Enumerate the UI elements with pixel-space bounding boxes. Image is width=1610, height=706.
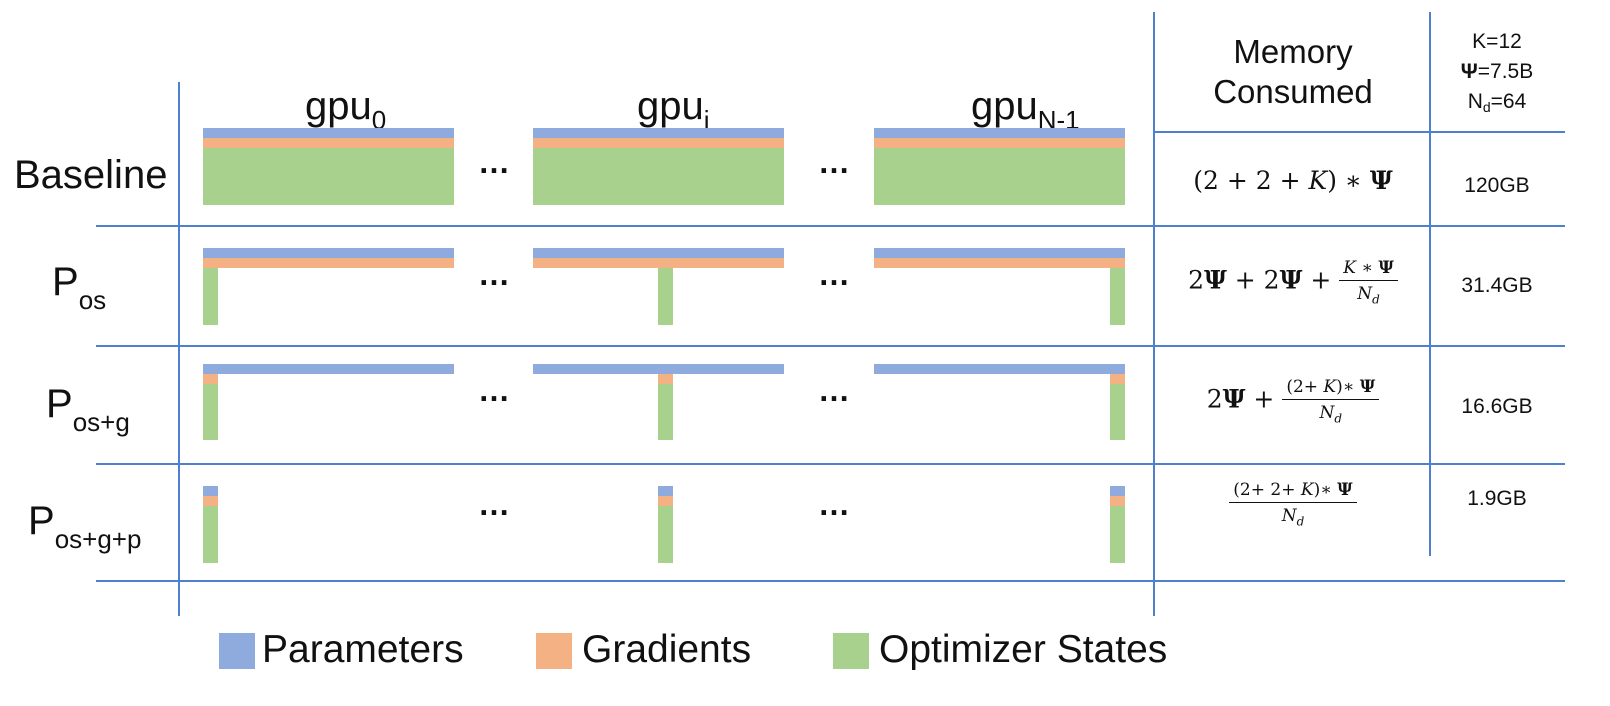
baseline-gpu-last-optimizer [874, 148, 1125, 205]
legend-swatch-gradients [536, 633, 572, 669]
baseline-ellipsis-1: … [478, 144, 511, 180]
row-label-pos: Pos [52, 260, 107, 315]
posg-ellipsis-1: … [478, 372, 511, 408]
row-label-baseline: Baseline [14, 153, 168, 197]
pos-memory-value: 31.4GB [1461, 274, 1533, 297]
param-nd: Nd=64 [1467, 90, 1527, 115]
posgp-gpu-first-optimizer [203, 506, 218, 563]
baseline-gpu-last-grads [874, 138, 1125, 148]
grid-line-row2 [96, 345, 1565, 347]
pos-ellipsis-2: … [818, 256, 851, 292]
grid-line-header [1155, 131, 1565, 133]
posgp-gpu-first-grads [203, 496, 218, 506]
memory-header-line1: Memory [1233, 33, 1353, 70]
memory-header-line2: Consumed [1213, 73, 1373, 110]
legend-swatch-parameters [219, 633, 255, 669]
posgp-memory-value: 1.9GB [1467, 487, 1527, 510]
posgp-gpu-mid-grads [658, 496, 673, 506]
baseline-gpu-first-params [203, 128, 454, 138]
legend-label-optimizer: Optimizer States [879, 628, 1168, 671]
posgp-gpu-last-optimizer [1110, 506, 1125, 563]
memory-header: Memory Consumed [1160, 32, 1426, 112]
posg-ellipsis-2: … [818, 372, 851, 408]
posg-gpu-mid-params [533, 364, 784, 374]
baseline-gpu-first-grads [203, 138, 454, 148]
pos-gpu-mid-optimizer [658, 268, 673, 325]
pos-gpu-mid-grads [533, 258, 784, 268]
posg-gpu-first-grads [203, 374, 218, 384]
posgp-ellipsis-1: … [478, 486, 511, 522]
pos-gpu-mid-params [533, 248, 784, 258]
posgp-gpu-mid-params [658, 486, 673, 496]
pos-ellipsis-1: … [478, 256, 511, 292]
posgp-gpu-last-params [1110, 486, 1125, 496]
legend-swatch-optimizer [833, 633, 869, 669]
baseline-gpu-first-optimizer [203, 148, 454, 205]
baseline-formula: (2 + 2 + K) ∗ Ψ [1193, 166, 1393, 195]
posg-gpu-last-params [874, 364, 1125, 374]
posgp-gpu-last-grads [1110, 496, 1125, 506]
pos-gpu-first-optimizer [203, 268, 218, 325]
pos-gpu-first-params [203, 248, 454, 258]
baseline-gpu-mid-optimizer [533, 148, 784, 205]
posg-gpu-first-optimizer [203, 384, 218, 440]
grid-line-values [1429, 12, 1431, 556]
grid-line-row4 [96, 580, 1565, 582]
posg-gpu-mid-grads [658, 374, 673, 384]
row-label-posgp: Pos+g+p [28, 499, 142, 554]
posg-gpu-last-optimizer [1110, 384, 1125, 440]
pos-gpu-last-optimizer [1110, 268, 1125, 325]
grid-line-left [178, 82, 180, 616]
posgp-ellipsis-2: … [818, 486, 851, 522]
grid-line-memory [1153, 12, 1155, 616]
baseline-gpu-mid-params [533, 128, 784, 138]
legend-label-parameters: Parameters [262, 628, 464, 671]
posgp-gpu-mid-optimizer [658, 506, 673, 563]
row-label-posg: Pos+g [46, 382, 130, 437]
legend-label-gradients: Gradients [582, 628, 752, 671]
pos-gpu-first-grads [203, 258, 454, 268]
param-psi: Ψ=7.5B [1460, 60, 1534, 83]
posgp-gpu-first-params [203, 486, 218, 496]
grid-line-row3 [96, 463, 1565, 465]
gpu-first-header: gpu0 [305, 84, 387, 135]
param-k: K=12 [1472, 30, 1522, 53]
pos-gpu-last-params [874, 248, 1125, 258]
baseline-gpu-mid-grads [533, 138, 784, 148]
posg-gpu-last-grads [1110, 374, 1125, 384]
baseline-memory-value: 120GB [1464, 174, 1530, 197]
pos-gpu-last-grads [874, 258, 1125, 268]
baseline-ellipsis-2: … [818, 144, 851, 180]
posg-gpu-first-params [203, 364, 454, 374]
baseline-gpu-last-params [874, 128, 1125, 138]
posg-gpu-mid-optimizer [658, 384, 673, 440]
grid-line-row1 [96, 225, 1565, 227]
posg-memory-value: 16.6GB [1461, 395, 1533, 418]
gpu-mid-header: gpui [637, 84, 710, 135]
